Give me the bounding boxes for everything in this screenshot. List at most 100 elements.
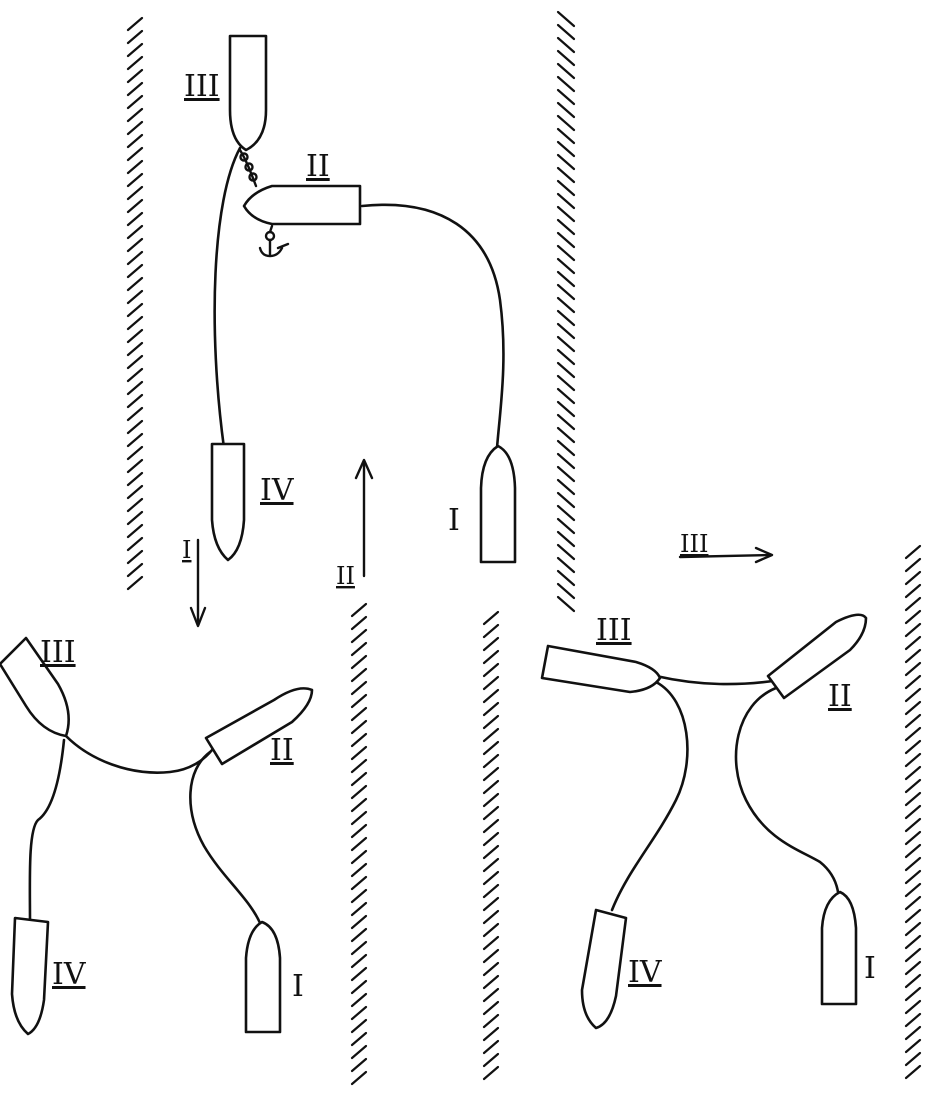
boat-iv [210,442,246,562]
hatch-stroke [904,999,922,1015]
hatch-stroke [556,179,576,197]
hatch-stroke [556,530,576,548]
hatch-stroke [556,257,576,275]
label-boat-ii: II [828,679,852,714]
hatch-stroke [482,610,500,626]
hatch-stroke [126,354,144,370]
hatch-stroke [350,992,368,1008]
label-boat-i: I [864,951,876,986]
hatch-stroke [350,654,368,670]
hatch-stroke [482,779,500,795]
hatch-stroke [482,792,500,808]
hatch-stroke [904,700,922,716]
hatch-stroke [904,986,922,1002]
hatch-stroke [482,870,500,886]
hatch-stroke [350,810,368,826]
label-boat-iii: III [40,635,76,670]
boat-i [479,444,517,564]
hatch-stroke [350,927,368,943]
hatch-stroke [556,348,576,366]
hatch-stroke [350,719,368,735]
hatch-stroke [350,602,368,618]
bank-a-left [126,16,144,591]
boat-iv [580,908,628,1030]
label-boat-iv: IV [628,955,663,990]
chain-link [239,152,249,162]
hatch-stroke [904,947,922,963]
hatch-stroke [904,1064,922,1080]
stage-arrow-up: II [336,458,374,590]
hatch-stroke [350,823,368,839]
rope-iii-to-ii [654,674,782,686]
hatch-stroke [556,426,576,444]
label-boat-ii: II [306,149,330,184]
hatch-stroke [482,714,500,730]
hatch-stroke [482,961,500,977]
hatch-stroke [350,953,368,969]
hatch-stroke [350,979,368,995]
label-boat-ii: II [270,733,294,768]
hatch-stroke [904,934,922,950]
hatch-stroke [556,374,576,392]
hatch-stroke [904,687,922,703]
hatch-stroke [482,1013,500,1029]
chain-link [248,172,258,182]
boat-ii [766,613,868,700]
hatch-stroke [904,843,922,859]
hatch-stroke [904,713,922,729]
hatch-stroke [482,623,500,639]
hatch-stroke [556,595,576,613]
boat-iii [540,644,662,694]
hatch-stroke [350,1031,368,1047]
hatch-stroke [904,960,922,976]
hatch-stroke [904,674,922,690]
hatch-stroke [126,185,144,201]
hatch-stroke [126,68,144,84]
hatch-stroke [126,29,144,45]
hatch-stroke [556,491,576,509]
boat-iii [0,636,70,738]
bank-a-right [556,10,576,613]
hatch-stroke [904,609,922,625]
hatch-stroke [126,445,144,461]
hatch-stroke [126,42,144,58]
stage-arrow-down-label: I [182,536,191,564]
hatch-stroke [556,517,576,535]
hatch-stroke [482,636,500,652]
hatch-stroke [126,432,144,448]
hatch-stroke [904,830,922,846]
hatch-stroke [904,557,922,573]
anchor-icon [258,224,290,258]
label-boat-i: I [448,503,460,538]
hatch-stroke [556,335,576,353]
hatch-stroke [350,641,368,657]
hatch-stroke [556,101,576,119]
stage-arrow-right: III [678,530,774,564]
hatch-stroke [126,172,144,188]
hatch-stroke [126,211,144,227]
hatch-stroke [350,758,368,774]
hatch-stroke [126,302,144,318]
hatch-stroke [556,153,576,171]
hatch-stroke [482,857,500,873]
hatch-stroke [904,856,922,872]
hatch-stroke [350,966,368,982]
hatch-stroke [556,296,576,314]
hatch-stroke [482,883,500,899]
hatch-stroke [482,922,500,938]
hatch-stroke [126,575,144,591]
hatch-stroke [350,862,368,878]
hatch-stroke [556,439,576,457]
hatch-stroke [350,628,368,644]
hatch-stroke [126,237,144,253]
hatch-stroke [556,283,576,301]
label-boat-iv: IV [260,473,295,508]
hatch-stroke [126,341,144,357]
hatch-stroke [482,1052,500,1068]
hatch-stroke [350,693,368,709]
hatch-stroke [556,270,576,288]
hatch-stroke [556,49,576,67]
hatch-stroke [556,140,576,158]
rope-iii-to-ii [64,734,214,774]
hatch-stroke [126,458,144,474]
